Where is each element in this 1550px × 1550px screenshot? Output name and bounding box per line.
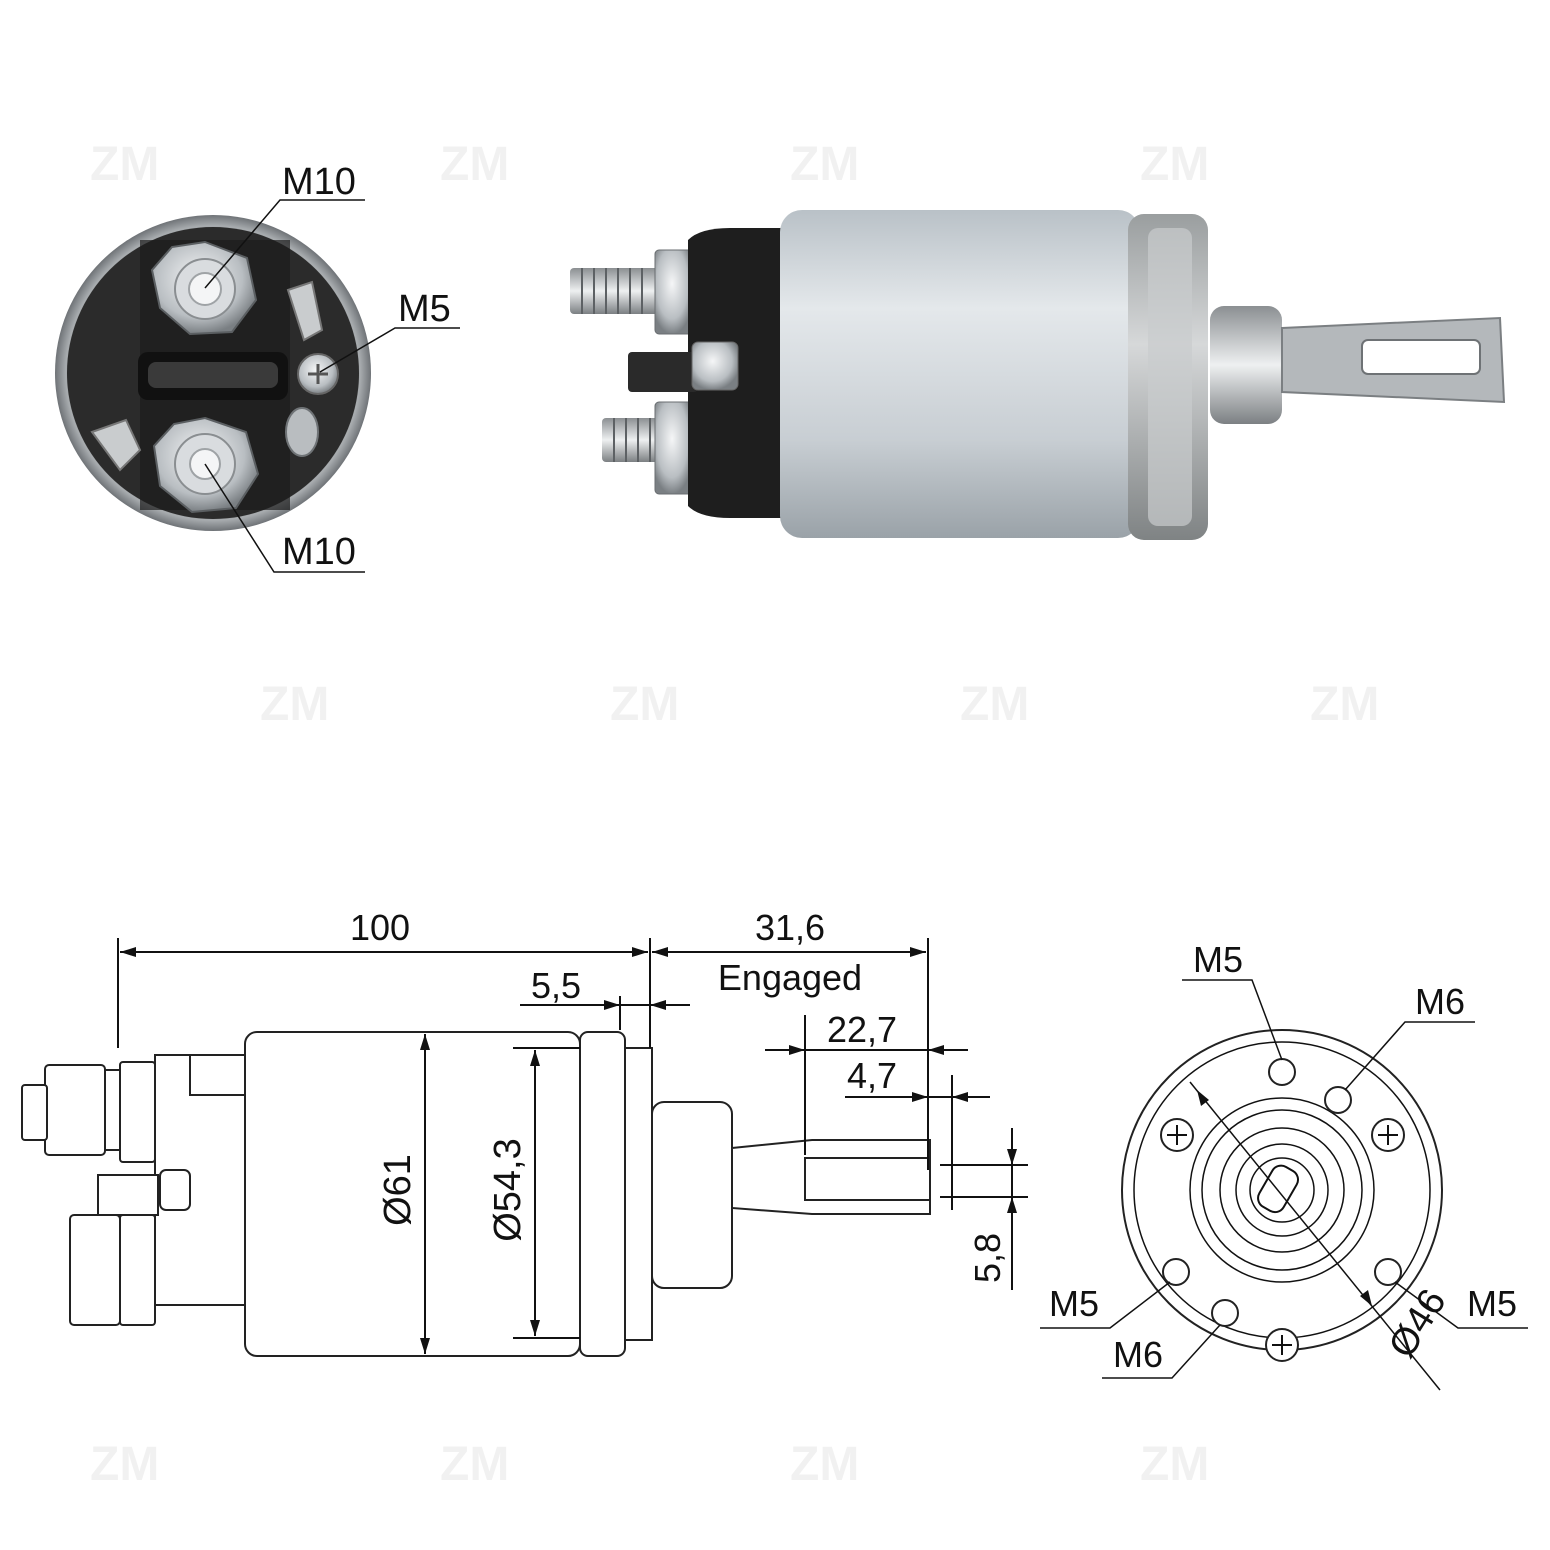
hole-m5-right [1374,1258,1402,1286]
dim-engaged-note: Engaged [718,957,862,998]
watermark: ZM [960,678,1029,731]
terminal-m5 [90,280,339,472]
watermark: ZM [790,1438,859,1491]
leader-line [319,327,460,373]
watermark: ZM [1310,678,1379,731]
watermark: ZM [440,1438,509,1491]
leader-line [204,199,365,289]
label-end-m6-bottom: M6 [1113,1334,1163,1375]
side-view-drawing: 100 5,5 31,6 Engaged 22,7 4,7 5,8 Ø61 [21,907,1028,1357]
leader-line [204,463,365,573]
label-m10-top: M10 [282,161,356,203]
label-m5: M5 [398,288,451,330]
label-end-m5-left: M5 [1049,1283,1099,1324]
watermark-layer: ZM ZM ZM ZM ZM ZM ZM ZM ZM ZM ZM ZM [90,138,1379,1491]
label-end-m6-top: M6 [1415,981,1465,1022]
hole-m5-left [1162,1258,1190,1286]
end-view-photo: M10 M5 M10 [55,161,460,573]
watermark: ZM [610,678,679,731]
dim-31-6: 31,6 [755,907,825,948]
drawing-flange [579,1031,626,1357]
end-view-drawing: Ø46 M5 M6 M5 M6 M5 [1040,939,1528,1391]
label-end-m5-top: M5 [1193,939,1243,980]
hole-m6-top [1324,1086,1352,1114]
watermark: ZM [440,138,509,191]
watermark: ZM [90,1438,159,1491]
watermark: ZM [90,138,159,191]
dim-100: 100 [350,907,410,948]
label-end-m5-right: M5 [1467,1283,1517,1324]
black-cap [688,228,790,518]
watermark: ZM [1140,1438,1209,1491]
solenoid-body [780,210,1140,538]
screw-heads [1160,1118,1405,1362]
terminal-m10-top [150,240,258,336]
hole-m6-bottom [1211,1299,1239,1327]
dim-5-5: 5,5 [531,965,581,1006]
dim-22-7: 22,7 [827,1009,897,1050]
dim-4-7: 4,7 [847,1055,897,1096]
dim-dia-61: Ø61 [377,1154,419,1226]
hole-m5-top [1268,1058,1296,1086]
stud-m10-top [570,268,680,314]
watermark: ZM [790,138,859,191]
side-view-photo [570,210,1506,540]
plunger [1210,306,1282,424]
dim-5-8: 5,8 [967,1233,1008,1283]
watermark: ZM [1140,138,1209,191]
dim-dia-54-3: Ø54,3 [487,1138,529,1242]
watermark: ZM [260,678,329,731]
label-m10-bottom: M10 [282,531,356,573]
